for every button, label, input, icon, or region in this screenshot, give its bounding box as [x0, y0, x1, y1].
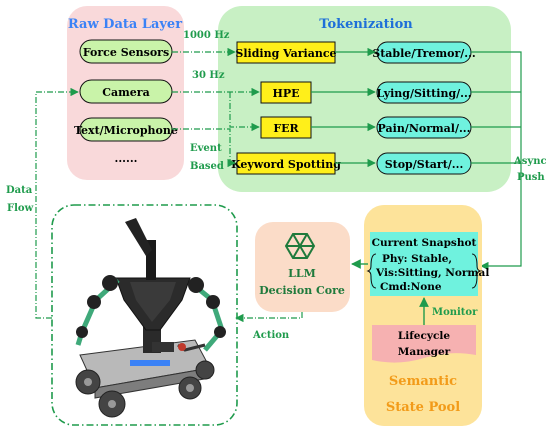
- module-keyword-spotting: Keyword Spotting: [231, 152, 341, 175]
- label-monitor: Monitor: [432, 307, 478, 318]
- edge-text-to-keyword: [172, 128, 236, 168]
- module-fer: FER: [260, 116, 312, 139]
- llm-logo-icon: [284, 233, 316, 259]
- label-action: Action: [252, 330, 290, 341]
- llm-title-1: LLM: [288, 267, 316, 280]
- raw-node-force-sensors: Force Sensors: [79, 39, 173, 64]
- raw-ellipsis: ......: [115, 152, 138, 165]
- robot-frame: [51, 204, 238, 426]
- module-sliding-variance: Sliding Variance: [235, 41, 337, 64]
- svg-text:Force Sensors: Force Sensors: [83, 46, 169, 59]
- raw-node-text-microphone: Text/Microphone: [74, 117, 178, 142]
- label-async: Async: [513, 156, 547, 167]
- state-pool-title-2: State Pool: [386, 400, 460, 415]
- svg-text:Sliding Variance: Sliding Variance: [235, 47, 336, 60]
- edge-async-collector: [471, 51, 522, 271]
- edge-llm-to-robot: [235, 312, 303, 323]
- lifecycle-manager-box: Lifecycle Manager: [372, 325, 476, 363]
- svg-text:Current Snapshot: Current Snapshot: [372, 237, 477, 249]
- module-hpe: HPE: [260, 81, 312, 104]
- robot-illustration: [75, 218, 226, 418]
- svg-text:FER: FER: [273, 122, 299, 135]
- svg-text:Stable/Tremor/...: Stable/Tremor/...: [372, 47, 476, 60]
- output-stop-start: Stop/Start/...: [376, 152, 472, 175]
- svg-text:Camera: Camera: [102, 86, 149, 99]
- current-snapshot-box: Current Snapshot Phy: Stable, Vis:Sittin…: [366, 232, 489, 296]
- llm-title-2: Decision Core: [259, 284, 345, 297]
- state-pool-title-1: Semantic: [389, 374, 457, 389]
- svg-text:HPE: HPE: [272, 87, 299, 100]
- llm-panel: [255, 222, 350, 312]
- output-pain-normal: Pain/Normal/...: [376, 116, 472, 139]
- output-stable-tremor: Stable/Tremor/...: [372, 41, 476, 64]
- raw-node-camera: Camera: [79, 79, 173, 104]
- edge-camera-to-fer: [229, 92, 260, 132]
- svg-text:Cmd:None: Cmd:None: [380, 281, 442, 293]
- output-lying-sitting: Lying/Sitting/...: [376, 81, 472, 104]
- label-event: Event: [190, 143, 222, 154]
- label-flow: Flow: [7, 203, 34, 214]
- svg-text:Phy: Stable,: Phy: Stable,: [382, 253, 452, 265]
- edge-data-flow: [35, 87, 79, 319]
- label-based: Based: [190, 161, 224, 172]
- svg-text:Vis:Sitting, Normal: Vis:Sitting, Normal: [375, 267, 489, 279]
- svg-text:Pain/Normal/...: Pain/Normal/...: [378, 122, 471, 135]
- svg-text:Stop/Start/...: Stop/Start/...: [385, 158, 464, 171]
- svg-text:Manager: Manager: [398, 346, 451, 358]
- raw-data-layer-title: Raw Data Layer: [68, 17, 182, 32]
- svg-text:Lifecycle: Lifecycle: [398, 330, 450, 342]
- svg-text:Text/Microphone: Text/Microphone: [74, 124, 178, 137]
- label-data: Data: [6, 185, 33, 196]
- svg-text:Keyword Spotting: Keyword Spotting: [231, 158, 341, 171]
- label-1000hz: 1000 Hz: [183, 30, 230, 41]
- tokenization-title: Tokenization: [319, 17, 413, 32]
- label-30hz: 30 Hz: [192, 70, 225, 81]
- label-push: Push: [517, 172, 545, 183]
- svg-text:Lying/Sitting/...: Lying/Sitting/...: [376, 87, 471, 100]
